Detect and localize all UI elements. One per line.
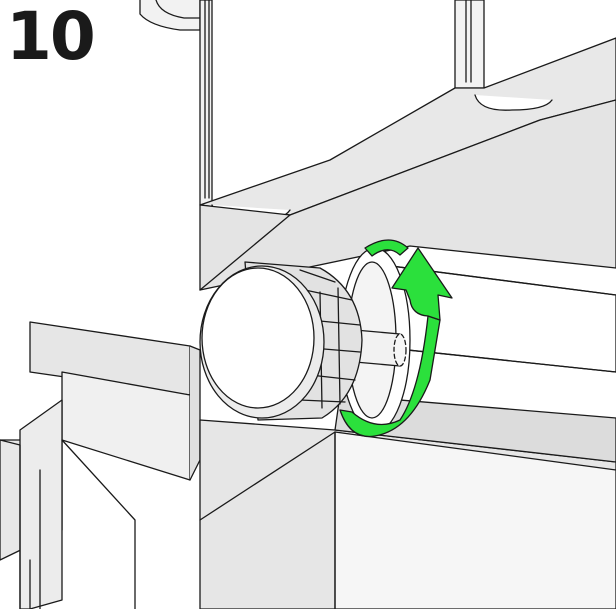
upper-frame (139, 0, 616, 291)
left-block (0, 321, 201, 609)
knob (199, 261, 407, 421)
step-number: 10 (6, 0, 96, 75)
lower-body (199, 419, 616, 609)
rotation-arrow-icon (339, 239, 453, 438)
